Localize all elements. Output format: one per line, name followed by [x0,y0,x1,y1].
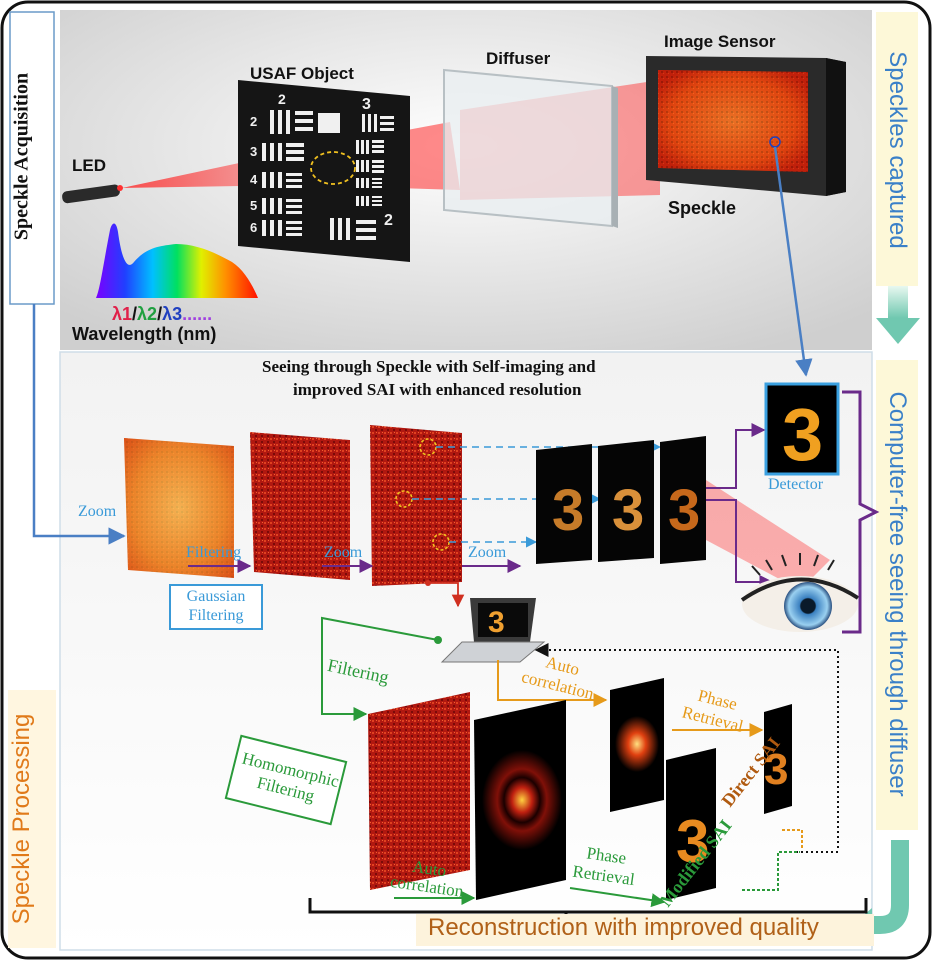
purple-bracket [842,390,880,634]
image-sensor-texture [658,70,808,172]
detector-glyph: 3 [782,393,823,476]
laptop-display [478,603,528,637]
svg-text:3: 3 [612,478,644,543]
gaussian-filtering-box [169,584,263,630]
zoom-label-1: Zoom [78,503,117,520]
homomorphic-filtering-box [224,734,348,826]
usaf-num-3-left: 3 [250,144,258,159]
reconstruction-label: Reconstruction with improved quality [428,914,819,941]
wavelength-label: Wavelength (nm) [72,324,217,344]
diffuser-label: Diffuser [486,49,551,68]
filtering-path [321,616,439,721]
lambda2: λ2 [137,304,158,324]
usaf-num-2-bottom: 2 [384,212,393,229]
diffuser-edge [612,86,618,228]
eye-iris [784,582,832,630]
lambda-dots: ...... [182,304,213,324]
laptop-keyboard [440,641,546,663]
svg-text:3: 3 [552,478,584,543]
acquisition-to-zoom-arrow [32,304,126,545]
filtered-speckle-image [250,432,350,580]
autocorr-bottom-pattern [482,750,562,850]
usaf-num-6-left: 6 [250,220,258,235]
direct-sai-glyph: 3 [764,745,788,794]
usaf-object-label: USAF Object [250,64,354,83]
zoom-label-3: Zoom [468,544,507,561]
diffuser-plate [443,68,613,228]
speckle-processing-banner [8,690,56,948]
to-detector-arrow [706,423,766,489]
raw-speckle-texture [124,438,234,578]
direct-sai-image [764,704,792,814]
lambda1: λ1 [112,304,133,324]
down-arrow-head [876,318,920,344]
down-arrow-body [888,286,908,318]
laptop-glyph: 3 [488,606,505,639]
slash-2: / [157,304,163,324]
sensor-to-detector-arrow [773,146,813,377]
usaf-region-circle [310,151,356,185]
speckle-acquisition-box [9,11,55,305]
usaf-num-2-top: 2 [278,91,286,107]
auto-corr-top-arrow [497,660,608,707]
led-tip [117,185,123,191]
computer-free-banner [876,360,918,830]
to-laptop-dot [425,580,431,586]
autocorr-top-pattern [615,716,659,772]
direct-sai-dotted [782,829,803,848]
usaf-num-3-top: 3 [362,96,371,113]
feedback-arrow [534,643,839,848]
modified-sai-glyph: 3 [676,808,709,875]
slash-1: / [132,304,138,324]
eye-lid [740,577,860,602]
led-body [62,184,120,204]
zoom-label-2: Zoom [324,544,363,561]
usaf-num-5-left: 5 [250,198,258,213]
svg-text:3: 3 [668,478,700,543]
usaf-num-2-left: 2 [250,114,258,129]
speckle-label: Speckle [668,198,737,218]
self-image-2 [598,440,654,562]
speckle-processing-label: Speckle Processing [8,713,35,925]
modified-sai-dotted [742,851,800,891]
to-laptop-arrow [428,582,465,608]
middle-title-line1: Seeing through Speckle with Self-imaging… [262,357,596,376]
detector-frame [764,382,840,476]
detector-label: Detector [768,476,824,493]
lambda-row: λ1/λ2/λ3...... [112,304,212,325]
speckles-captured-label: Speckles captured [884,51,911,249]
self-image-3 [660,436,706,564]
image-sensor-label: Image Sensor [664,32,776,51]
curve-arrow-body [870,840,909,934]
zoomed-speckle-image [370,425,462,586]
eye-lashes [751,553,835,576]
modified-sai-image [666,748,716,900]
spectrum-curve [96,223,258,298]
reconstruction-banner [416,914,874,946]
computer-free-label: Computer-free seeing through diffuser [884,391,911,797]
image-sensor-side [826,58,846,196]
usaf-num-4-left: 4 [250,172,258,187]
gaussian-filtering-label: Gaussian Filtering [186,588,246,624]
speckles-captured-banner [876,12,918,286]
led-label: LED [72,156,106,175]
usaf-bars [262,110,394,240]
filtering-label-middle: Filtering [186,544,242,561]
self-image-glyphs: 3 3 3 [552,478,700,543]
middle-title-line2: improved SAI with enhanced resolution [293,380,582,399]
to-eye-arrow [706,499,774,589]
phase-retr-bottom-arrow [569,887,666,908]
self-image-1 [536,444,592,564]
speckle-acquisition-label: Speckle Acquisition [10,72,33,241]
lambda3: λ3 [162,304,183,324]
reconstruction-bracket [308,898,868,914]
homomorphic-filtered-image [368,692,470,890]
